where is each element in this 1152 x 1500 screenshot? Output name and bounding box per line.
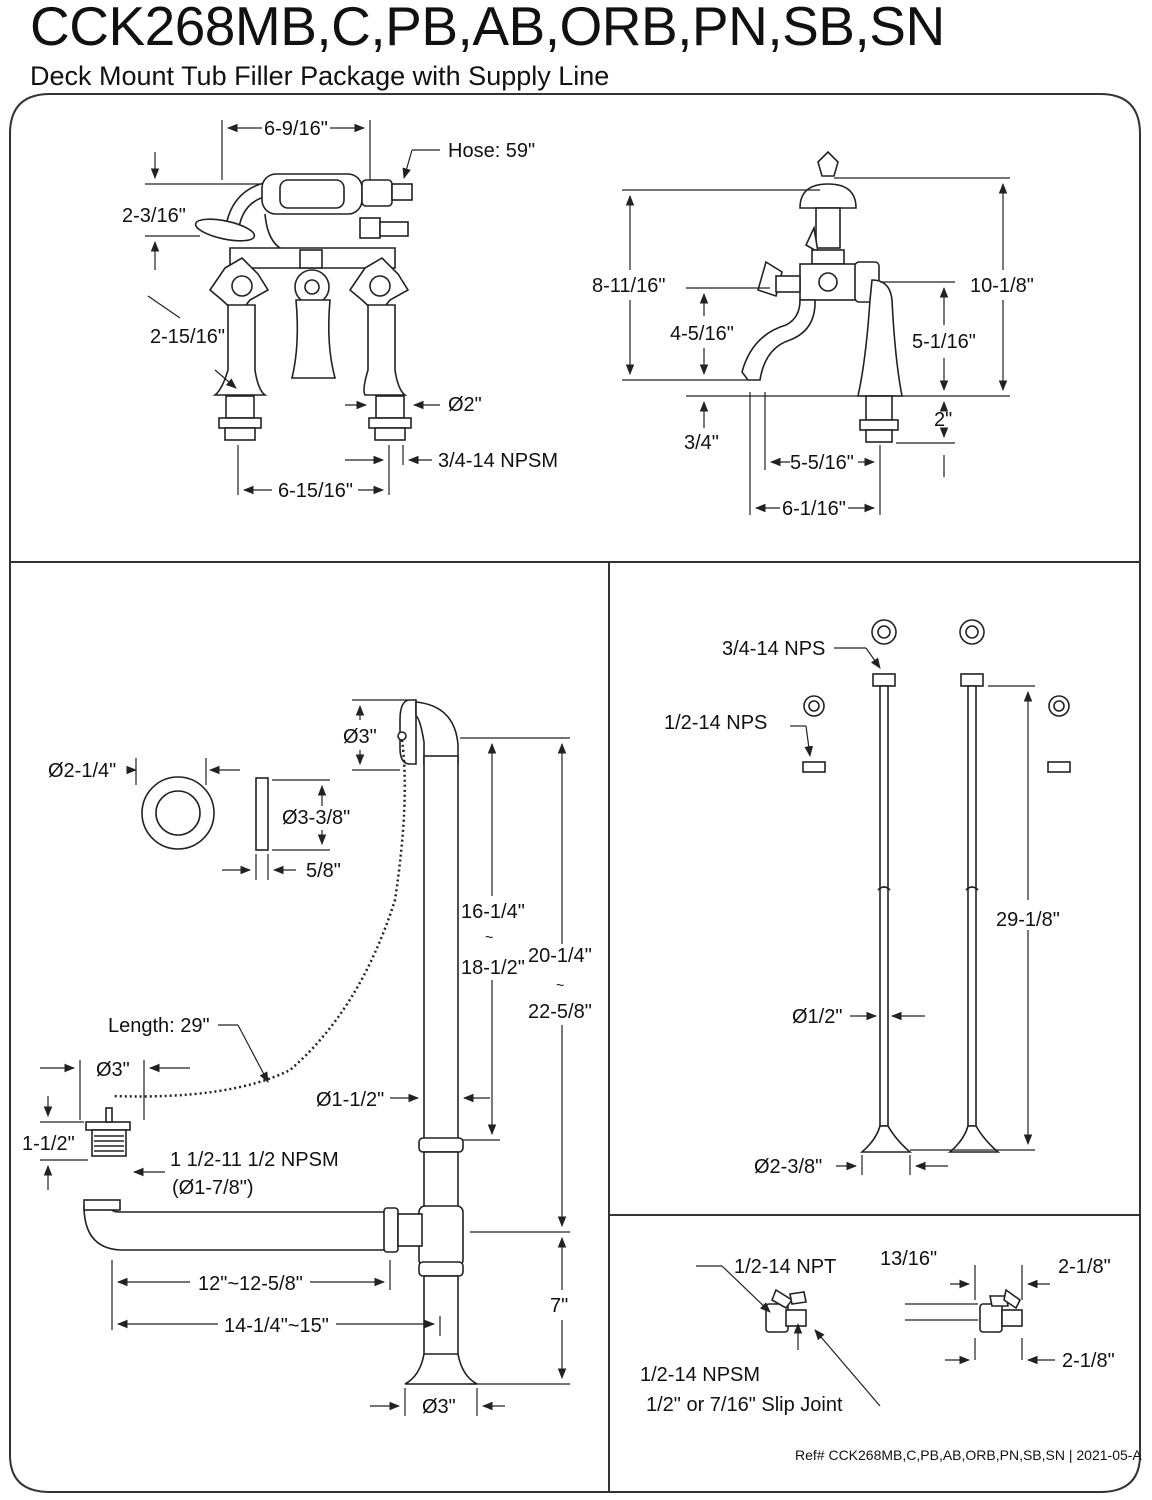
faucet-side-view: 8-11/16" 4-5/16" 10-1/8" 5-1/16" 2" 3/4"…	[592, 150, 1034, 520]
dim-pipe-dia: Ø1-1/2"	[316, 1089, 384, 1111]
drain-drawing	[83, 699, 478, 1385]
dim-overflow-height: 16-1/4"	[461, 901, 525, 923]
dim-overflow-tilde: ~	[485, 929, 493, 945]
drain-dimensions	[40, 699, 570, 1416]
dim-strainer-height: 1-1/2"	[22, 1133, 75, 1155]
dim-base-dia: Ø3"	[422, 1396, 456, 1418]
dim-flange-dia: Ø2-3/8"	[754, 1156, 822, 1178]
dim-slip-joint: 1/2" or 7/16" Slip Joint	[646, 1394, 843, 1416]
dim-inner-length: 12"~12-5/8"	[198, 1273, 303, 1295]
dim-handshower-height: 2-3/16"	[122, 205, 186, 227]
document-title: CCK268MB,C,PB,AB,ORB,PN,SB,SN	[30, 0, 945, 57]
dim-stop-height-lower: 2-1/8"	[1062, 1350, 1115, 1372]
dim-outer-length: 14-1/4"~15"	[224, 1315, 329, 1337]
dim-center-spacing: 6-15/16"	[278, 480, 353, 502]
dim-overflow-height-max: 18-1/2"	[461, 957, 525, 979]
dim-body-height: 5-1/16"	[912, 331, 976, 353]
supply-lines-dimensions	[790, 647, 1035, 1175]
faucet-front-dimensions	[145, 120, 440, 495]
dim-strainer-thread: 1 1/2-11 1/2 NPSM	[170, 1149, 339, 1171]
dim-handle-span: 2-15/16"	[150, 326, 225, 348]
dim-stop-height-upper: 2-1/8"	[1058, 1256, 1111, 1278]
stop-valves-drawing	[765, 1288, 1023, 1333]
faucet-side-drawing	[741, 150, 903, 443]
dim-shank-dia: Ø2"	[448, 394, 482, 416]
dim-npsm: 1/2-14 NPSM	[640, 1364, 760, 1386]
dim-shank-length: 2"	[934, 409, 952, 431]
dim-overall-depth: 6-1/16"	[782, 498, 846, 520]
reference-note: Ref# CCK268MB,C,PB,AB,ORB,PN,SB,SN | 202…	[795, 1447, 1142, 1463]
faucet-front-drawing	[194, 173, 413, 441]
dim-spout-height: 4-5/16"	[670, 323, 734, 345]
dim-npt: 1/2-14 NPT	[734, 1256, 836, 1278]
dim-hose: Hose: 59"	[448, 140, 535, 162]
dim-stop-width: 13/16"	[880, 1248, 937, 1270]
drain-assembly: Ø2-1/4" Ø3-3/8" 5/8" Ø3" 16-1/4" ~ 18-1/…	[22, 699, 592, 1418]
dim-total-tilde: ~	[556, 977, 564, 993]
dim-width-top: 6-9/16"	[264, 118, 328, 140]
dim-overflow-dia: Ø3"	[343, 726, 377, 748]
dim-total-height-max: 22-5/8"	[528, 1001, 592, 1023]
dim-chain-length: Length: 29"	[108, 1015, 210, 1037]
dim-total-height: 20-1/4"	[528, 945, 592, 967]
dim-stopper-dia: Ø3"	[96, 1059, 130, 1081]
dim-thread: 3/4-14 NPSM	[438, 450, 558, 472]
dim-leg-height: 7"	[550, 1295, 568, 1317]
dim-supply-length: 29-1/8"	[996, 909, 1060, 931]
supply-lines: 3/4-14 NPS 1/2-14 NPS 29-1/8" Ø1/2" Ø2-3…	[664, 619, 1071, 1178]
stop-valves-dimensions	[696, 1265, 1055, 1407]
stop-valves: 1/2-14 NPT 13/16" 2-1/8" 2-1/8" 1/2-14 N…	[640, 1248, 1115, 1416]
frame-borders	[9, 93, 1141, 1493]
dim-plate-dia: Ø2-1/4"	[48, 760, 116, 782]
dim-total-height: 10-1/8"	[970, 275, 1034, 297]
dim-strainer-thread-dia: (Ø1-7/8")	[172, 1177, 254, 1199]
dim-tube-dia: Ø1/2"	[792, 1006, 842, 1028]
dim-spout-clearance: 3/4"	[684, 432, 719, 454]
dim-nps-1-2: 1/2-14 NPS	[664, 712, 767, 734]
dim-handle-height: 8-11/16"	[592, 275, 665, 297]
dim-nps-3-4: 3/4-14 NPS	[722, 638, 825, 660]
faucet-front-view: 6-9/16" Hose: 59" 2-3/16" 2-15/16" Ø2" 3…	[122, 118, 558, 502]
dim-spout-reach: 5-5/16"	[790, 452, 854, 474]
supply-lines-drawing	[802, 619, 1071, 1153]
dim-gasket-thickness: 5/8"	[306, 860, 341, 882]
dim-gasket-dia: Ø3-3/8"	[282, 807, 350, 829]
document-subtitle: Deck Mount Tub Filler Package with Suppl…	[30, 61, 610, 91]
faucet-side-dimensions	[622, 177, 1010, 515]
